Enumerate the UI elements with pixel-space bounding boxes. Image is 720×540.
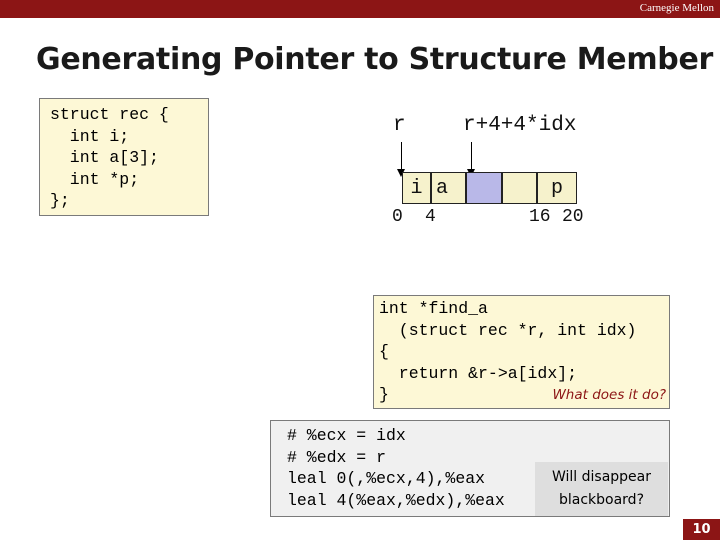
memory-cell-a1-highlighted [466,172,502,204]
code-line: } [379,385,389,404]
memory-cell-a2 [502,172,537,204]
memory-cell-a0: a [431,172,466,204]
offset-label: 0 [392,207,403,227]
code-line: { [379,342,389,361]
code-line: int i; [50,126,130,146]
code-line: # %ecx = idx [287,426,406,445]
address-expression-label: r+4+4*idx [463,114,577,137]
code-line: int a[3]; [50,148,159,167]
callout-note: Will disappear blackboard? [535,462,668,516]
struct-definition-box: struct rec { int i; int a[3]; int *p; }; [39,98,209,216]
code-line: leal 4(%eax,%edx),%eax [287,490,505,510]
question-annotation: What does it do? [552,386,666,403]
brand-label: Carnegie Mellon [639,2,714,14]
code-line: struct rec { [50,105,169,124]
address-arrow [467,142,475,177]
pointer-label: r [393,114,406,137]
code-line: int *find_a [379,299,488,318]
offset-label: 16 [529,207,551,227]
code-line: (struct rec *r, int idx) [379,320,637,340]
code-line: # %edx = r [287,447,387,467]
offset-label: 20 [562,207,584,227]
page-number: 10 [683,519,720,540]
offset-label: 4 [425,207,436,227]
function-code-box: int *find_a (struct rec *r, int idx) { r… [373,295,670,409]
callout-line: Will disappear [551,469,652,485]
code-line: }; [50,191,70,210]
callout-line: blackboard? [558,492,645,508]
code-line: return &r->a[idx]; [379,363,578,383]
code-line: int *p; [50,169,140,189]
code-line: leal 0(,%ecx,4),%eax [287,469,486,488]
memory-cell-i: i [402,172,431,204]
memory-cell-p: p [537,172,577,204]
pointer-arrow [397,142,405,177]
header-bar: Carnegie Mellon [0,0,720,18]
slide-title: Generating Pointer to Structure Member [36,42,714,77]
